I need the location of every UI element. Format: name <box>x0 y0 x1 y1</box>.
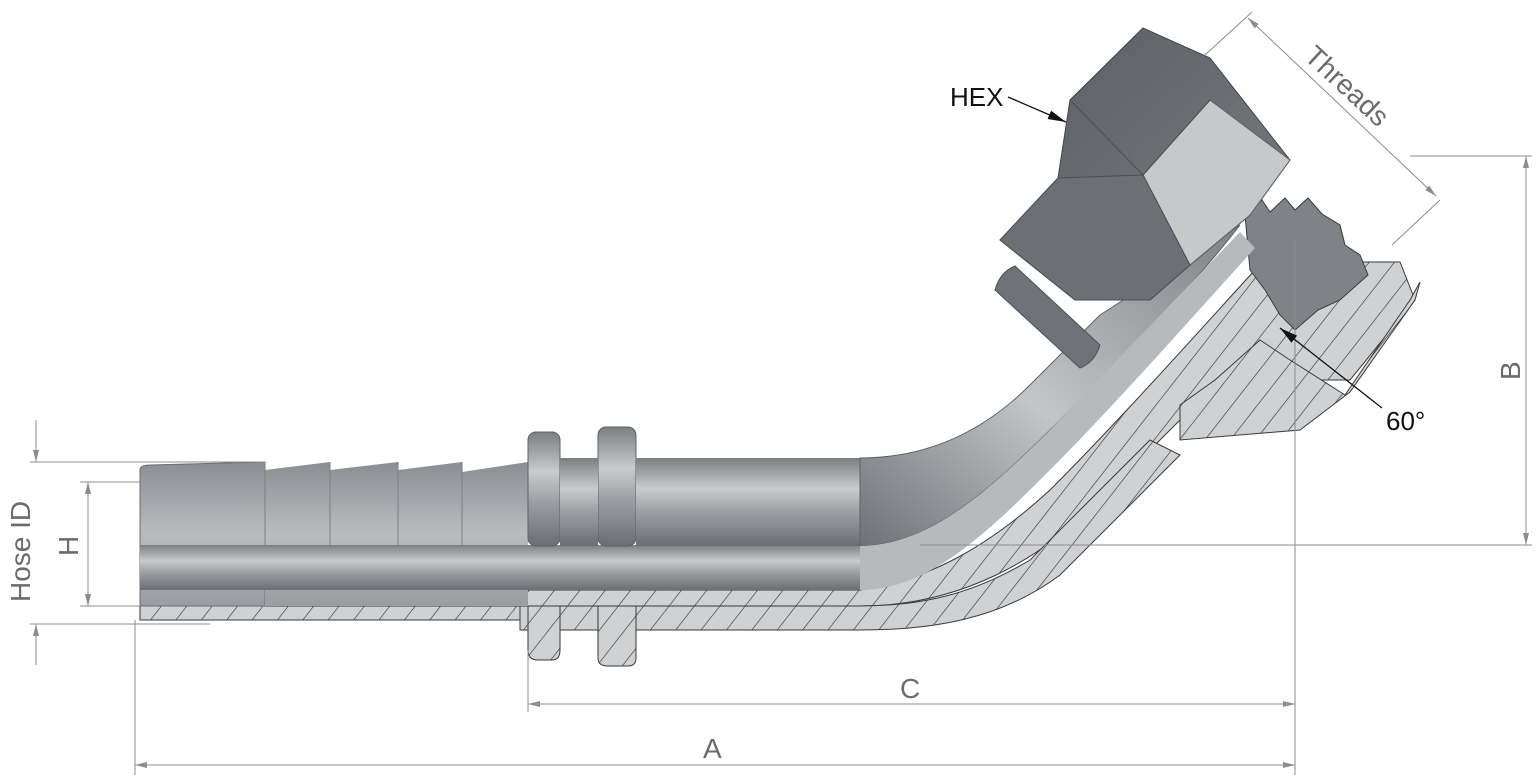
hex-label: HEX <box>950 82 1003 112</box>
dimension-threads-line <box>1247 17 1437 197</box>
dimensions <box>30 11 1532 775</box>
hex-leader <box>1007 96 1067 123</box>
leaders <box>1007 96 1383 409</box>
dimension-a-label: A <box>703 733 722 764</box>
angle-label: 60° <box>1386 406 1425 436</box>
angle-leader <box>1279 327 1383 409</box>
dimension-b-label: B <box>1495 361 1526 380</box>
dimension-h-label: H <box>53 536 84 556</box>
section-cut <box>139 197 1421 667</box>
hex-nut <box>999 27 1291 301</box>
threads-label: Threads <box>1299 40 1395 133</box>
elbow-bend <box>859 224 1255 590</box>
dimension-hose-id-label: Hose ID <box>5 501 36 602</box>
hose-tail <box>139 461 860 607</box>
dimension-c-label: C <box>900 673 920 704</box>
collar-rings <box>527 426 860 547</box>
